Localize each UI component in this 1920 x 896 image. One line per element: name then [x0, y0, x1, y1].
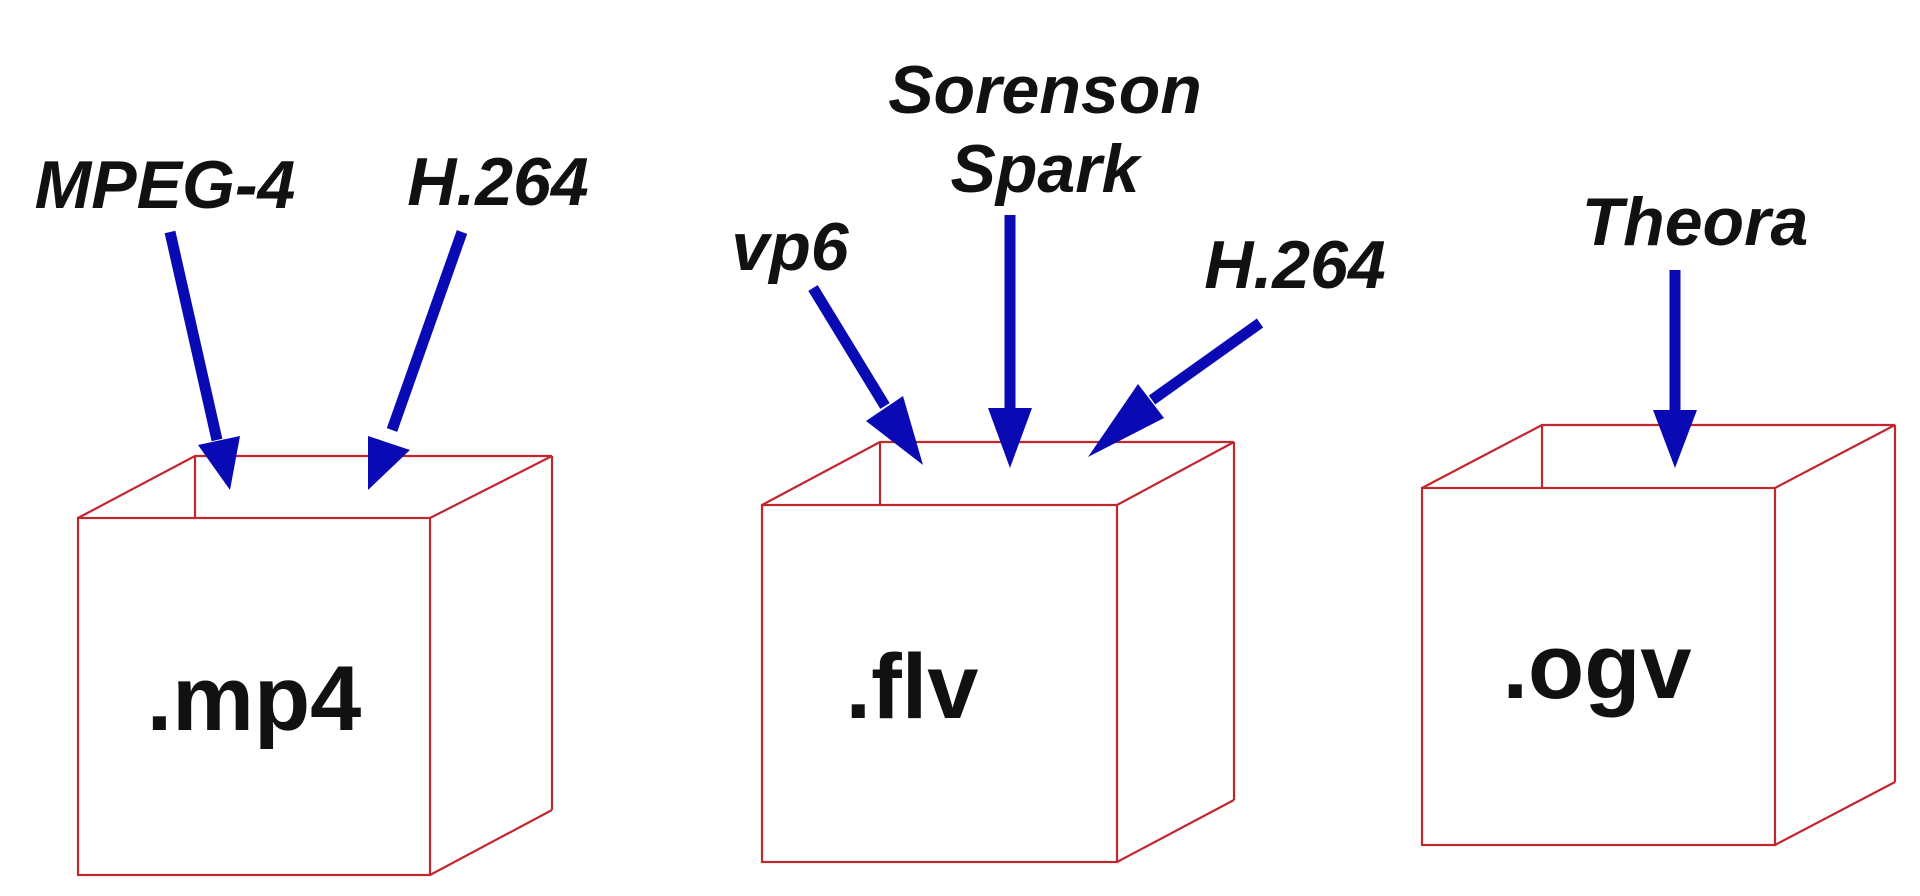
container-box-ogv: .ogv — [1420, 423, 1897, 847]
codec-label-sorenson: Sorenson — [888, 52, 1202, 128]
arrow-theora-to-ogv — [1653, 270, 1697, 468]
arrow-h264-to-flv — [1088, 318, 1264, 457]
codec-label-vp6: vp6 — [731, 209, 849, 285]
codec-label-spark: Spark — [951, 131, 1143, 207]
container-box-mp4: .mp4 — [76, 454, 554, 877]
arrow-h264-to-mp4 — [368, 230, 468, 490]
codec-label-mpeg4: MPEG-4 — [35, 147, 296, 223]
codec-label-h264-flv: H.264 — [1204, 227, 1385, 303]
container-label-flv: .flv — [846, 636, 979, 738]
container-label-ogv: .ogv — [1502, 616, 1691, 718]
arrow-sorenson-to-flv — [988, 215, 1032, 468]
arrow-vp6-to-flv — [808, 285, 923, 465]
container-label-mp4: .mp4 — [147, 648, 362, 750]
arrow-mpeg4-to-mp4 — [164, 230, 240, 490]
codec-label-theora: Theora — [1582, 184, 1809, 260]
container-box-flv: .flv — [760, 440, 1236, 864]
codec-label-h264-mp4: H.264 — [407, 144, 588, 220]
